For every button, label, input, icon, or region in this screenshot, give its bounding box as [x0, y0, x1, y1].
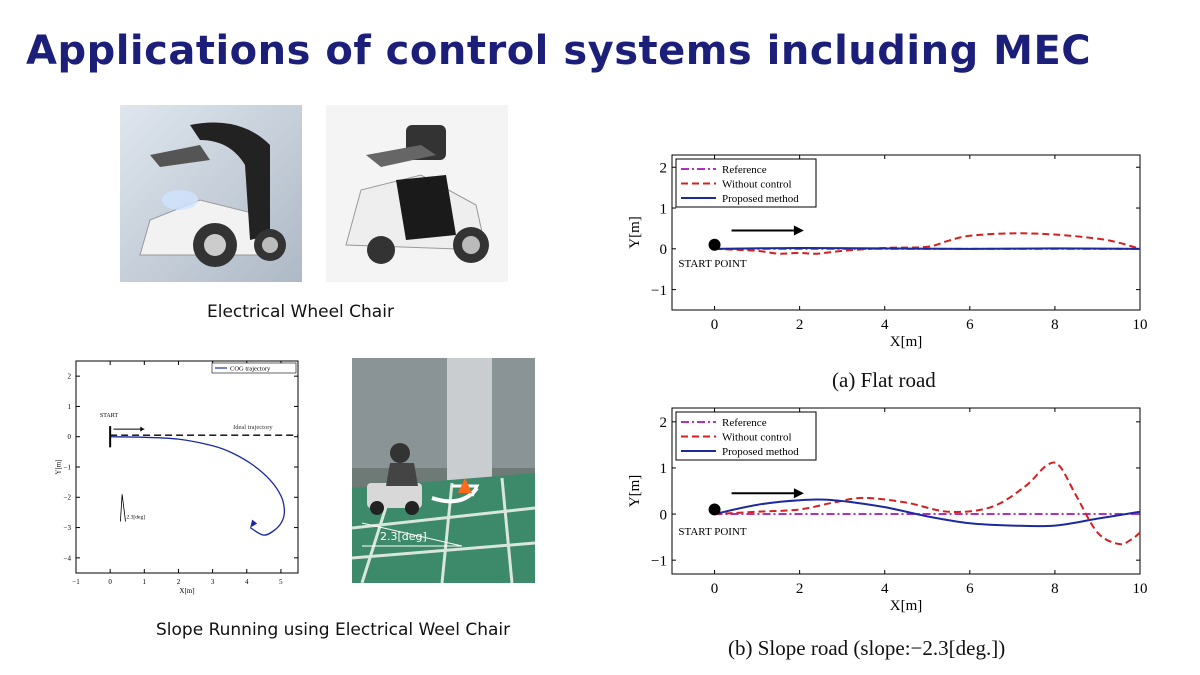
angle-label: 2.3[deg] [127, 514, 146, 520]
x-tick-label: 3 [211, 578, 215, 586]
plot-frame [75, 360, 299, 574]
direction-arrow-head [793, 225, 804, 236]
start-point-label: START POINT [678, 526, 747, 538]
x-axis-label: X[m] [890, 334, 923, 350]
x-tick-label: 0 [711, 581, 719, 597]
y-tick-label: −1 [651, 283, 667, 299]
x-tick-label: −1 [72, 578, 80, 586]
y-tick-label: 1 [660, 201, 668, 217]
legend-label: Proposed method [722, 193, 799, 205]
series-line [714, 232, 1141, 255]
wheelchair-photo-2 [326, 105, 508, 282]
series-line [110, 436, 286, 536]
x-tick-label: 2 [796, 581, 804, 597]
wheelchair-caption: Electrical Wheel Chair [207, 302, 394, 322]
angle-marker [120, 494, 126, 522]
series-line [714, 498, 1141, 528]
y-tick-label: 2 [660, 415, 668, 431]
x-tick-label: 10 [1133, 317, 1148, 333]
x-tick-label: 5 [279, 578, 283, 586]
legend-label: Without control [722, 179, 792, 191]
x-tick-label: 1 [143, 578, 147, 586]
y-tick-label: 1 [660, 461, 668, 477]
x-tick-label: 4 [245, 578, 249, 586]
y-tick-label: −2 [64, 494, 72, 502]
x-tick-label: 2 [796, 317, 804, 333]
start-point-marker [708, 503, 721, 516]
x-tick-label: 6 [966, 581, 974, 597]
y-tick-label: 2 [660, 160, 668, 176]
y-tick-label: 0 [68, 433, 72, 441]
x-tick-label: 8 [1051, 581, 1059, 597]
flat-road-caption: (a) Flat road [832, 368, 936, 392]
y-tick-label: 0 [660, 242, 668, 258]
x-tick-label: 6 [966, 317, 974, 333]
y-tick-label: 2 [68, 373, 72, 381]
legend-label: Without control [722, 432, 792, 444]
x-axis-label: X[m] [890, 598, 923, 614]
series-line [714, 246, 1141, 250]
x-tick-label: 0 [711, 317, 719, 333]
y-tick-label: 0 [660, 507, 668, 523]
wheelchair-photo-1 [120, 105, 302, 282]
legend-label: Reference [722, 417, 767, 429]
cog-trajectory-chart: −10123456210−1−2−3−4X[m]Y[m]COG trajecto… [55, 360, 299, 595]
y-tick-label: −4 [64, 554, 72, 562]
trajectory-arrow-head [250, 519, 258, 528]
start-point-marker [708, 238, 721, 251]
y-tick-label: 1 [68, 403, 72, 411]
slide-title: Applications of control systems includin… [26, 28, 1092, 74]
x-tick-label: 10 [1133, 581, 1148, 597]
start-label: START [100, 413, 118, 419]
series-line [714, 461, 1141, 546]
start-point-label: START POINT [678, 258, 747, 270]
y-tick-label: −1 [64, 463, 72, 471]
start-arrow-head [140, 426, 145, 432]
legend-box [211, 362, 297, 374]
slope-caption: Slope Running using Electrical Weel Chai… [156, 620, 511, 640]
legend-label: Reference [722, 164, 767, 176]
y-tick-label: −1 [651, 553, 667, 569]
x-tick-label: 8 [1051, 317, 1059, 333]
x-tick-label: 4 [881, 581, 889, 597]
x-tick-label: 0 [108, 578, 112, 586]
y-axis-label: Y[m] [627, 216, 643, 249]
x-axis-label: X[m] [179, 587, 194, 595]
direction-arrow-head [793, 488, 804, 499]
slope-photo: 2.3[deg] [352, 358, 535, 583]
y-tick-label: −3 [64, 524, 72, 532]
slope-photo-label: 2.3[deg] [380, 530, 427, 543]
y-axis-label: Y[m] [55, 459, 63, 474]
x-tick-label: 2 [177, 578, 181, 586]
slope-road-caption: (b) Slope road (slope:−2.3[deg.]) [728, 636, 1006, 660]
legend-label: Proposed method [722, 446, 799, 458]
y-axis-label: Y[m] [627, 475, 643, 508]
legend-label: COG trajectory [230, 366, 271, 373]
x-tick-label: 4 [881, 317, 889, 333]
ideal-trajectory-label: Ideal trajectory [233, 424, 273, 431]
